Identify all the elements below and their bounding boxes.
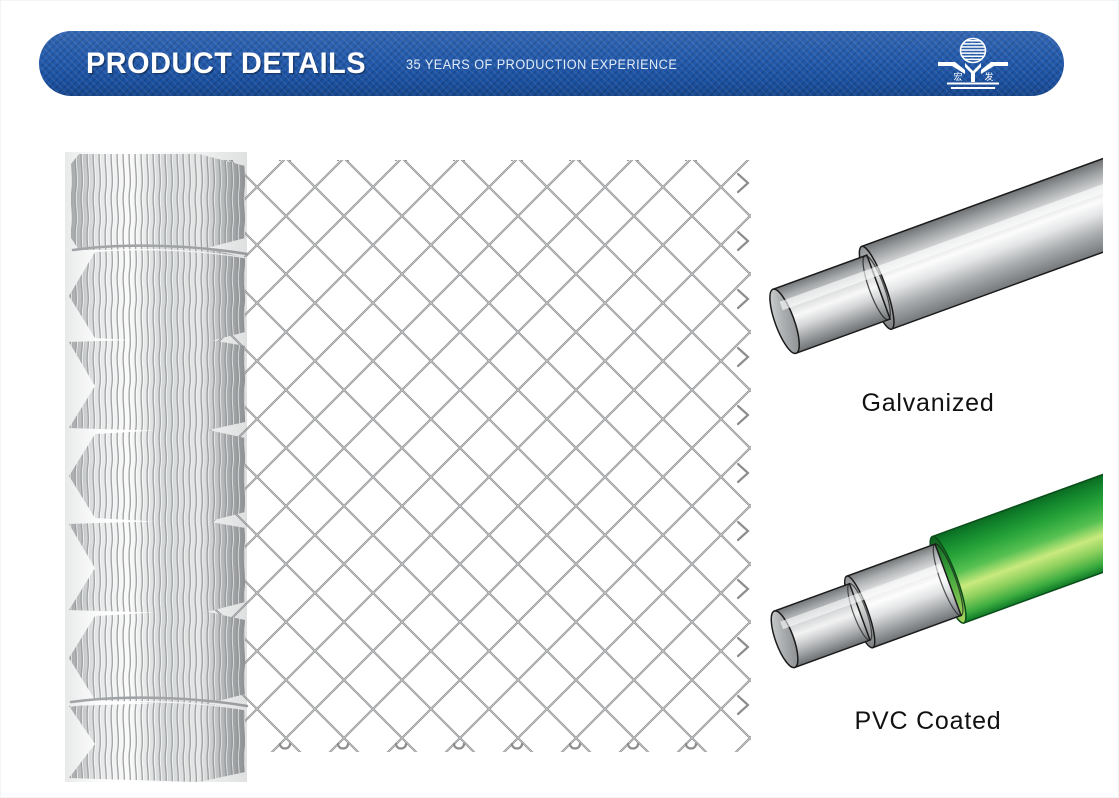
- pvc-highlight: [780, 563, 943, 630]
- galvanized-highlight: [779, 180, 1103, 311]
- mesh-bottom-mask: [199, 752, 764, 776]
- roll-shading: [65, 152, 247, 782]
- logo-left-wing: [938, 62, 965, 74]
- pipe-option-galvanized: Galvanized: [753, 151, 1103, 441]
- mesh-grid-body: [199, 158, 764, 752]
- pipe-label-pvc-coated: PVC Coated: [854, 707, 1002, 735]
- pipe-label-galvanized: Galvanized: [861, 389, 995, 417]
- logo-right-wing: [981, 62, 1008, 74]
- mesh-right-hooks: [736, 172, 750, 716]
- chain-link-fence-illustration: [49, 146, 764, 786]
- header-text-group: PRODUCT DETAILS 35 YEARS OF PRODUCTION E…: [86, 31, 694, 96]
- logo-character-left: 宏: [953, 71, 962, 83]
- fence-roll: [65, 152, 249, 782]
- pipe-finish-options: Galvanized: [753, 151, 1103, 771]
- galvanized-tube-large: [860, 155, 1103, 331]
- mesh-top-mask: [199, 158, 764, 160]
- logo-base-bar-bottom: [951, 87, 995, 89]
- pvc-coated-pipe-illustration: [770, 469, 1103, 669]
- page-title: PRODUCT DETAILS: [86, 46, 367, 80]
- mesh-right-mask: [751, 158, 764, 776]
- header-banner: PRODUCT DETAILS 35 YEARS OF PRODUCTION E…: [39, 31, 1064, 96]
- header-subtitle: 35 YEARS OF PRODUCTION EXPERIENCE: [405, 57, 678, 72]
- logo-base-bar-top: [947, 82, 999, 85]
- logo-center-stem: [965, 63, 981, 82]
- logo-sun-stripes: [960, 40, 986, 61]
- chain-link-mesh: [199, 158, 764, 776]
- galvanized-pipe-illustration: [769, 155, 1103, 355]
- company-logo-icon: 宏 发: [938, 37, 1008, 89]
- galvanized-end-cap: [769, 288, 800, 355]
- logo-character-right: 发: [984, 71, 993, 83]
- pvc-end-cap: [770, 610, 799, 669]
- pipe-option-pvc-coated: PVC Coated: [753, 469, 1103, 769]
